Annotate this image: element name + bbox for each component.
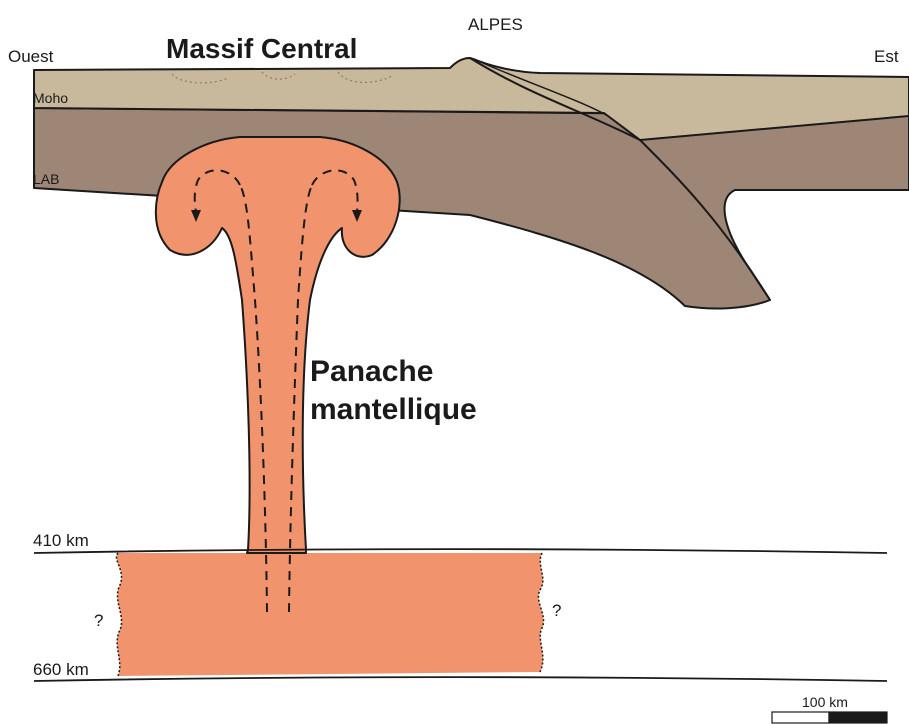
alps-label: ALPES	[468, 15, 523, 34]
question-mark-right: ?	[552, 601, 561, 620]
plume-label-line1: Panache	[310, 355, 433, 388]
massif-central-label: Massif Central	[166, 33, 357, 64]
plume-label-line2: mantellique	[310, 393, 477, 426]
moho-label: Moho	[33, 90, 68, 106]
depth-410-label: 410 km	[33, 531, 89, 550]
mantle-plume	[156, 137, 400, 553]
question-mark-left: ?	[94, 611, 103, 630]
discontinuity-410-line	[34, 549, 887, 553]
west-label: Ouest	[8, 47, 54, 66]
discontinuity-660-line	[34, 677, 887, 681]
scale-bar-black	[829, 712, 887, 723]
east-label: Est	[874, 47, 899, 66]
transition-zone-block	[116, 553, 543, 676]
depth-660-label: 660 km	[33, 660, 89, 679]
lab-label: LAB	[33, 171, 59, 187]
scale-bar-label: 100 km	[802, 694, 848, 710]
scale-bar-white	[772, 712, 829, 723]
